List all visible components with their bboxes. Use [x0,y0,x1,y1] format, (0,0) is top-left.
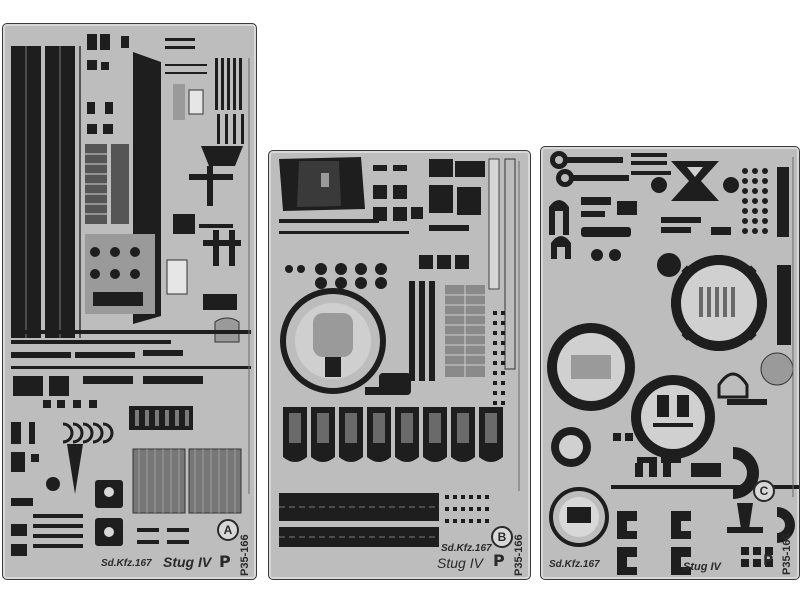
fret-a-subtitle: Sd.Kfz.167 [101,558,152,569]
fret-c-logo: P [763,553,774,569]
fret-c: C Sd.Kfz.167 Stug IV P P35-166 [540,146,800,580]
fret-c-subtitle: Sd.Kfz.167 [549,559,600,570]
fret-a-title: Stug IV [163,554,212,570]
fret-b-subtitle: Sd.Kfz.167 [441,543,492,554]
fret-b-parts [279,157,520,547]
fret-b-title: Stug IV [437,555,483,571]
fret-b-letter-badge: B [491,526,513,548]
fret-c-letter-badge: C [753,480,775,502]
fret-b-code: P35-166 [513,534,525,576]
fret-b-logo: P [493,551,505,570]
fret-c-parts [547,151,799,575]
fret-b: B Sd.Kfz.167 Stug IV P P35-166 [268,150,531,580]
fret-c-code: P35-166 [781,533,793,575]
fret-c-title: Stug IV [683,561,721,573]
fret-a-code: P35-166 [239,534,251,576]
fret-a-parts [11,34,251,556]
fret-a-letter-badge: A [217,519,239,541]
fret-a-logo: P [219,552,231,571]
fret-a: A Sd.Kfz.167 Stug IV P P35-166 [2,23,257,580]
